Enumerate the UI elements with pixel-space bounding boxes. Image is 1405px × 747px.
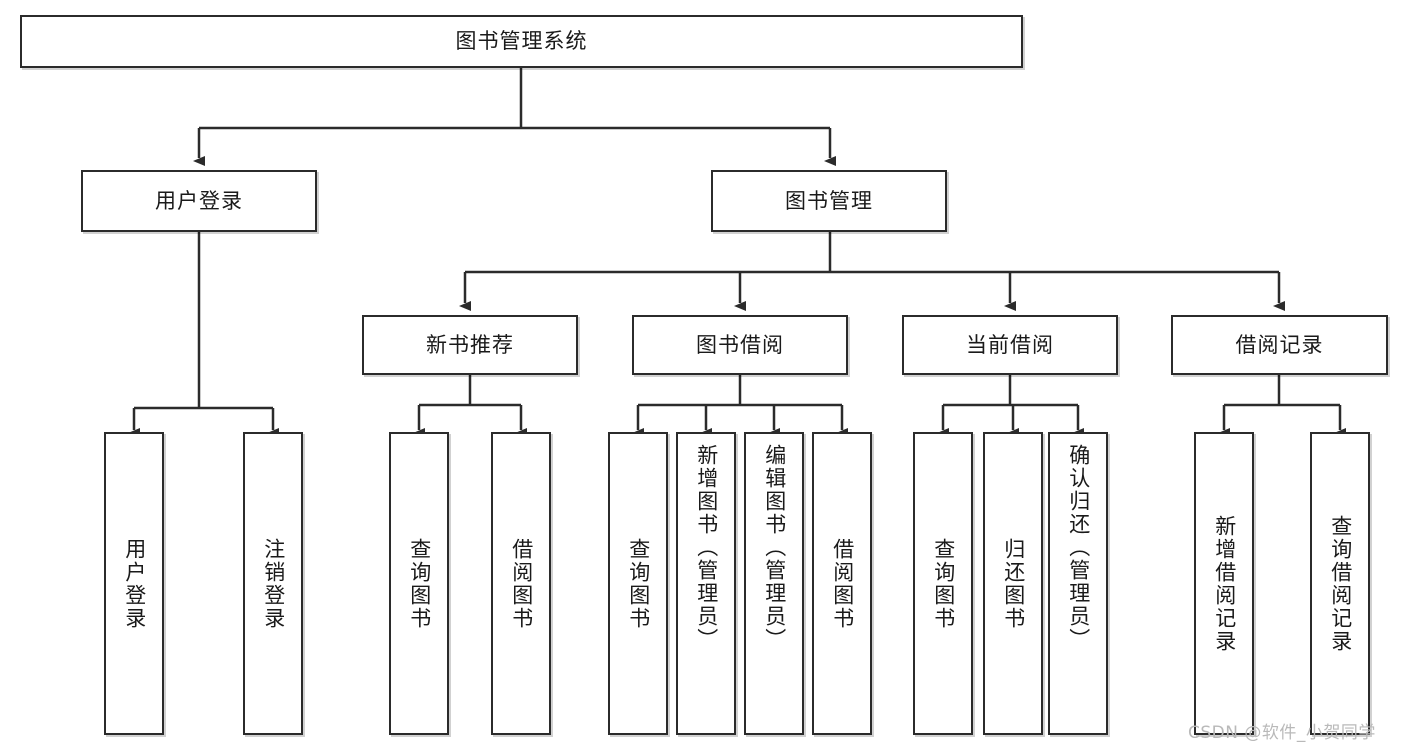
node-label: 借阅图书 bbox=[509, 537, 534, 630]
node-label: 查询图书 bbox=[407, 537, 432, 630]
leaf-borrow-record-query-record[interactable]: 查询借阅记录 bbox=[1310, 432, 1370, 735]
leaf-current-borrow-query-book[interactable]: 查询图书 bbox=[913, 432, 973, 735]
node-root-book-management-system[interactable]: 图书管理系统 bbox=[20, 15, 1023, 68]
node-new-book-recommend[interactable]: 新书推荐 bbox=[362, 315, 578, 375]
node-label: 新书推荐 bbox=[426, 332, 514, 357]
node-label: 用户登录 bbox=[155, 188, 243, 213]
node-label: 图书借阅 bbox=[696, 332, 784, 357]
leaf-current-borrow-confirm-return-admin[interactable]: 确认归还（管理员） bbox=[1048, 432, 1108, 735]
node-label: 借阅图书 bbox=[830, 537, 855, 630]
leaf-book-borrow-edit-book-admin[interactable]: 编辑图书（管理员） bbox=[744, 432, 804, 735]
node-label: 借阅记录 bbox=[1235, 332, 1324, 357]
leaf-book-borrow-query-book[interactable]: 查询图书 bbox=[608, 432, 668, 735]
leaf-user-login-logout[interactable]: 注销登录 bbox=[243, 432, 303, 735]
leaf-new-book-borrow-book[interactable]: 借阅图书 bbox=[491, 432, 551, 735]
leaf-book-borrow-add-book-admin[interactable]: 新增图书（管理员） bbox=[676, 432, 736, 735]
node-label: 当前借阅 bbox=[966, 332, 1054, 357]
leaf-book-borrow-borrow-book[interactable]: 借阅图书 bbox=[812, 432, 872, 735]
node-label: 图书管理 bbox=[785, 188, 873, 213]
node-label: 新增图书（管理员） bbox=[694, 444, 719, 651]
node-label: 用户登录 bbox=[122, 537, 147, 630]
leaf-borrow-record-add-record[interactable]: 新增借阅记录 bbox=[1194, 432, 1254, 735]
node-borrow-record[interactable]: 借阅记录 bbox=[1171, 315, 1388, 375]
leaf-user-login-login[interactable]: 用户登录 bbox=[104, 432, 164, 735]
node-label: 查询借阅记录 bbox=[1328, 514, 1353, 653]
node-label: 新增借阅记录 bbox=[1212, 514, 1237, 653]
leaf-new-book-query-book[interactable]: 查询图书 bbox=[389, 432, 449, 735]
node-label: 归还图书 bbox=[1001, 537, 1026, 630]
node-label: 编辑图书（管理员） bbox=[762, 444, 787, 651]
leaf-current-borrow-return-book[interactable]: 归还图书 bbox=[983, 432, 1043, 735]
node-label: 图书管理系统 bbox=[455, 29, 588, 53]
node-user-login[interactable]: 用户登录 bbox=[81, 170, 317, 232]
node-label: 查询图书 bbox=[931, 537, 956, 630]
node-book-borrow[interactable]: 图书借阅 bbox=[632, 315, 848, 375]
node-book-management[interactable]: 图书管理 bbox=[711, 170, 947, 232]
node-label: 确认归还（管理员） bbox=[1066, 444, 1091, 651]
node-current-borrow[interactable]: 当前借阅 bbox=[902, 315, 1118, 375]
node-label: 查询图书 bbox=[626, 537, 651, 630]
node-label: 注销登录 bbox=[261, 537, 286, 630]
